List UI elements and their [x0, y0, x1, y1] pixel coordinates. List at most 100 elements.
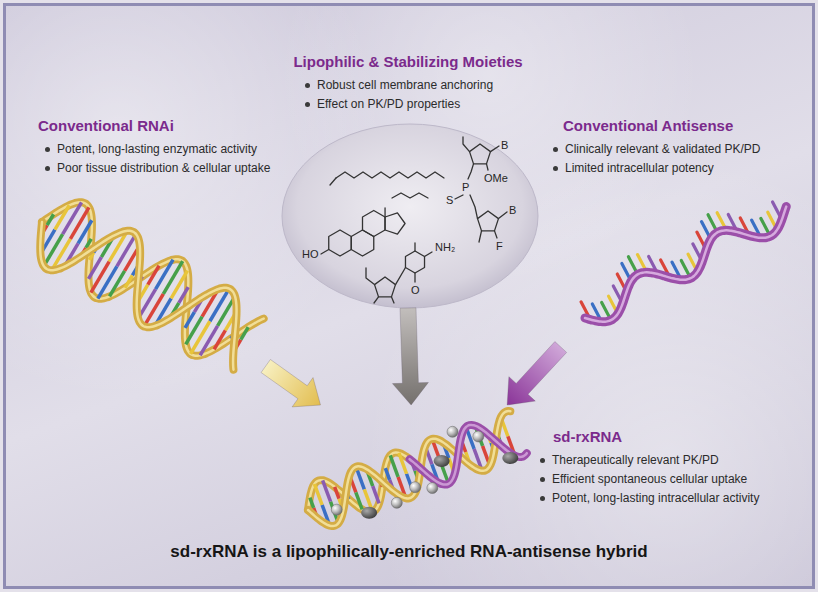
- base-pair: [117, 234, 136, 266]
- heading-text: Conventional RNAi: [38, 117, 174, 134]
- sugar-ring: [478, 211, 499, 231]
- stabilizing-sphere: [473, 431, 484, 442]
- base-pair: [241, 327, 248, 340]
- base-pair: [63, 202, 82, 234]
- bullet-dot: [45, 166, 50, 171]
- base-pair: [214, 330, 225, 349]
- hydroxyl-bond: [321, 250, 329, 255]
- backbone-bond: [470, 195, 478, 219]
- backbone-bond: [366, 268, 375, 285]
- base-pair: [185, 312, 194, 328]
- lipophilic-blob: [361, 507, 377, 519]
- bullet-dot: [553, 166, 558, 171]
- backbone-bond: [479, 231, 482, 242]
- methyl-bond: [414, 243, 415, 251]
- bullet-item: Clinically relevant & validated PK/PD: [553, 140, 803, 159]
- bullet-item: Efficient spontaneous cellular uptake: [540, 470, 805, 489]
- heading-text: Lipophilic & Stabilizing Moieties: [293, 53, 522, 70]
- block-arrow: [261, 359, 320, 406]
- bullet-item: Effect on PK/PD properties: [305, 95, 546, 114]
- front-strand: [40, 222, 236, 370]
- thio-bond: [455, 195, 463, 199]
- text-block: sd-rxRNATherapeutically relevant PK/PDEf…: [540, 427, 805, 508]
- atom-label: OMe: [484, 172, 508, 185]
- base-pair: [179, 287, 188, 303]
- steroid-ring: [329, 230, 352, 256]
- bullet-text: Effect on PK/PD properties: [317, 97, 460, 111]
- bullet-item: Poor tissue distribution & cellular upta…: [45, 159, 285, 178]
- atom-label: S: [446, 194, 453, 207]
- moiety-ellipse: [282, 124, 538, 308]
- back-strand-shine: [308, 453, 408, 513]
- lipophilic-blob: [434, 455, 450, 467]
- backbone-bond: [392, 297, 395, 303]
- heading-text: sd-rxRNA: [553, 428, 622, 445]
- backbone-bond: [374, 297, 379, 303]
- bullet-item: Potent, long-lasting intracellular activ…: [540, 489, 805, 508]
- base-pair: [98, 266, 117, 298]
- methyl-bond: [384, 208, 385, 217]
- base-pair: [70, 207, 89, 238]
- bullet-dot: [540, 477, 545, 482]
- bullet-item: Robust cell membrane anchoring: [305, 76, 546, 95]
- steroid-ring: [385, 213, 405, 234]
- text-block: Lipophilic & Stabilizing MoietiesRobust …: [270, 52, 546, 114]
- backbone-bond: [468, 164, 474, 179]
- glycosidic-bond: [396, 268, 406, 285]
- base-pair: [163, 261, 182, 294]
- stabilizing-sphere: [427, 483, 438, 494]
- atom-label: F: [496, 240, 503, 253]
- alkyl-chain: [336, 172, 444, 178]
- steroid-ring: [363, 211, 386, 237]
- bullet-dot: [553, 147, 558, 152]
- base-pair: [314, 484, 322, 505]
- base-ring: [405, 251, 424, 273]
- base-pair: [399, 453, 407, 474]
- amine-bond: [425, 252, 433, 257]
- group-heading: Lipophilic & Stabilizing Moieties: [270, 52, 546, 71]
- back-strand-shine: [42, 202, 264, 355]
- carbonyl-bond: [414, 273, 415, 282]
- antisense-strand-shine: [410, 425, 527, 485]
- base-pair: [47, 214, 53, 225]
- base-pair: [44, 234, 63, 266]
- text-group: Conventional RNAiPotent, long-lasting en…: [10, 116, 285, 366]
- base-pair: [191, 321, 210, 354]
- base-pair: [385, 468, 389, 480]
- antisense-oligo: [581, 202, 786, 322]
- text-group: Conventional AntisenseClinically relevan…: [548, 116, 803, 347]
- text-block: Conventional RNAiPotent, long-lasting en…: [10, 116, 285, 178]
- atom-label: P: [462, 181, 469, 194]
- short-alkyl-chain: [392, 193, 428, 198]
- base-pair: [91, 262, 109, 293]
- bullet-text: Potent, long-lasting intracellular activ…: [552, 491, 759, 505]
- group-heading: sd-rxRNA: [540, 427, 805, 446]
- atom-label: HO: [302, 248, 319, 261]
- base-pair: [390, 455, 398, 476]
- group-heading: Conventional RNAi: [10, 116, 285, 135]
- stabilizing-sphere: [447, 426, 458, 437]
- base-pair: [125, 275, 132, 288]
- base-pair: [310, 498, 314, 508]
- base-pair: [356, 492, 362, 509]
- lipophilic-blob: [502, 452, 518, 464]
- atom-label: O: [411, 284, 420, 297]
- backbone-bond: [463, 137, 470, 152]
- stabilizing-sphere: [331, 504, 342, 515]
- base-bond: [491, 146, 500, 152]
- bullet-dot: [305, 102, 310, 107]
- base-pair: [110, 271, 125, 297]
- alkyl-branch: [330, 178, 336, 185]
- backbone-shine: [585, 207, 786, 322]
- bullet-text: Limited intracellular potency: [565, 161, 714, 175]
- bullet-text: Robust cell membrane anchoring: [317, 78, 493, 92]
- chemical-structures: [321, 137, 507, 303]
- text-group: sd-rxRNATherapeutically relevant PK/PDEf…: [295, 405, 805, 530]
- base-pair: [148, 266, 159, 285]
- atom-label: NH₂: [435, 241, 455, 254]
- rnai-double-helix: [40, 202, 263, 369]
- antisense-strand: [410, 425, 527, 485]
- methoxy-bond: [487, 164, 489, 170]
- stabilizing-sphere: [410, 482, 421, 493]
